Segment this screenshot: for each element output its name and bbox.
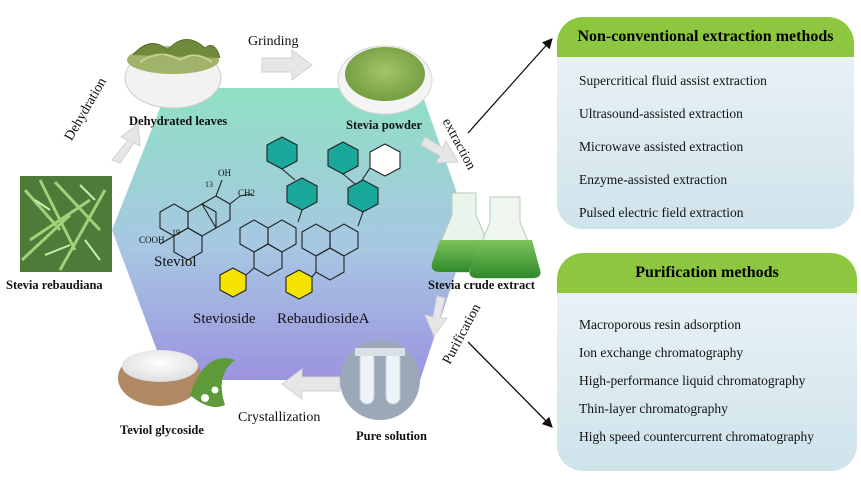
label-step-crystallization: Crystallization <box>238 410 321 425</box>
teal-ring-3 <box>327 141 359 175</box>
purification-panel-title: Purification methods <box>557 253 857 293</box>
list-item: Enzyme-assisted extraction <box>579 172 728 187</box>
extraction-methods-panel: Non-conventional extraction methods Supe… <box>557 17 854 229</box>
label-stevia-crude-extract: Stevia crude extract <box>428 278 535 292</box>
stevia-plant-image <box>20 176 112 272</box>
extraction-panel-title: Non-conventional extraction methods <box>557 17 854 57</box>
teal-ring-2 <box>286 177 318 211</box>
label-pure-solution: Pure solution <box>356 429 427 443</box>
arrow-to-purification-panel <box>467 341 553 428</box>
label-teviol-glycoside: Teviol glycoside <box>120 423 204 437</box>
arrow-to-extraction-panel <box>467 38 553 134</box>
list-item: Ion exchange chromatography <box>579 345 744 360</box>
teviol-glycoside-image <box>118 350 235 409</box>
label-num-13: 13 <box>205 180 213 189</box>
label-stevioside: Stevioside <box>193 311 256 327</box>
label-stevia-rebaudiana: Stevia rebaudiana <box>6 278 103 292</box>
label-dehydrated-leaves: Dehydrated leaves <box>129 114 228 128</box>
arrow-grinding <box>261 49 313 81</box>
list-item: Microwave assisted extraction <box>579 139 744 154</box>
arrow-purification <box>424 295 448 338</box>
arrow-extraction <box>420 136 459 164</box>
yellow-ring-1 <box>219 267 247 298</box>
label-stevia-powder: Stevia powder <box>346 118 423 132</box>
list-item: High-performance liquid chromatography <box>579 373 806 388</box>
list-item: Ultrasound-assisted extraction <box>579 106 743 121</box>
label-rebaudioside-a: RebaudiosideA <box>277 311 370 327</box>
pure-solution-image <box>340 340 420 420</box>
stevia-powder-image <box>337 45 433 115</box>
list-item: Macroporous resin adsorption <box>579 317 741 332</box>
flasks-image <box>431 192 541 279</box>
glycoside-structures <box>219 136 401 300</box>
list-item: High speed countercurrent chromatography <box>579 429 815 444</box>
label-atom-cooh: COOH <box>139 235 165 245</box>
steviol-structure <box>159 179 253 261</box>
arrow-dehydration <box>111 123 141 164</box>
yellow-ring-2 <box>285 269 313 300</box>
label-num-19: 19 <box>172 228 180 237</box>
list-item: Pulsed electric field extraction <box>579 205 744 220</box>
teal-ring-1 <box>266 136 298 170</box>
list-item: Thin-layer chromatography <box>579 401 728 416</box>
purification-methods-panel: Purification methods Macroporous resin a… <box>557 253 857 471</box>
label-step-grinding: Grinding <box>248 34 299 49</box>
list-item: Supercritical fluid assist extraction <box>579 73 767 88</box>
dehydrated-leaves-image <box>124 39 222 109</box>
label-atom-ch2: CH2 <box>238 188 256 198</box>
arrow-crystallization <box>281 368 341 400</box>
label-steviol: Steviol <box>154 254 197 270</box>
teal-ring-4 <box>347 179 379 213</box>
label-atom-oh: OH <box>218 168 231 178</box>
